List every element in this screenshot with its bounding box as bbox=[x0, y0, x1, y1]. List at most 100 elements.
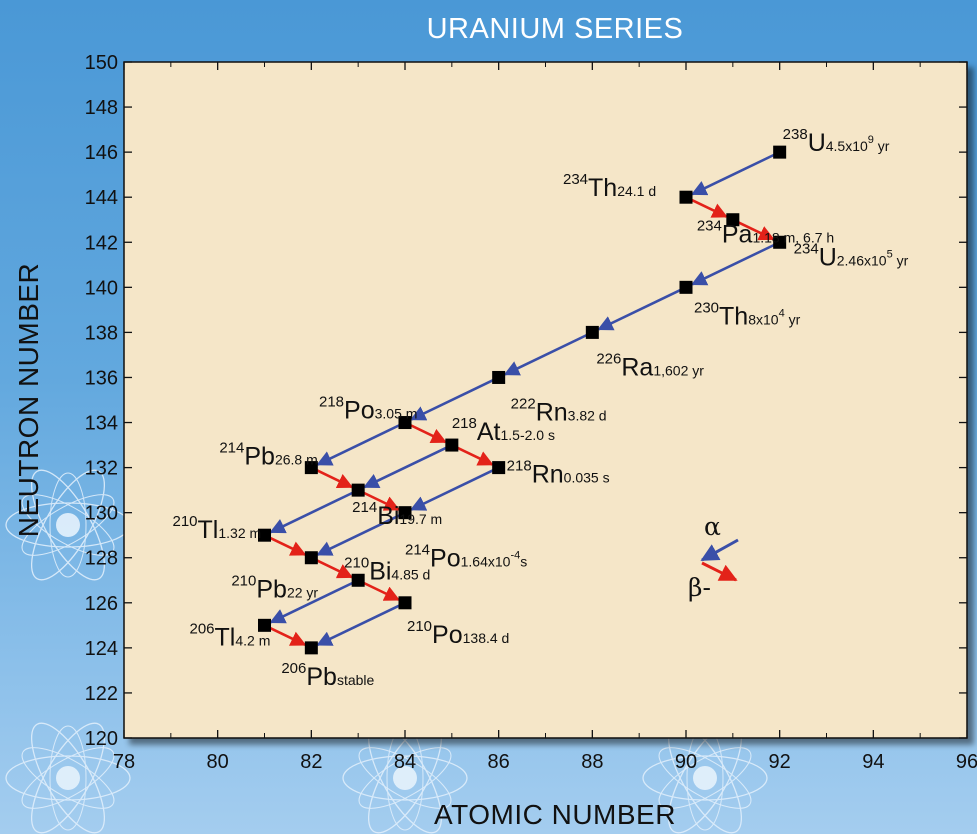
nuclide-marker-ra226 bbox=[585, 325, 599, 339]
alpha-decay-arrow bbox=[690, 153, 775, 196]
axis-ticks bbox=[123, 61, 968, 739]
y-tick-label: 132 bbox=[85, 458, 118, 480]
alpha-decay-arrow bbox=[409, 469, 494, 511]
y-axis-title: NEUTRON NUMBER bbox=[13, 263, 44, 538]
alpha-decay-arrow bbox=[409, 378, 494, 421]
nuclide-label-pb206: 206Pbstable bbox=[281, 660, 374, 691]
nuclide-label-rn222: 222Rn3.82 d bbox=[511, 395, 607, 426]
x-tick-label: 78 bbox=[113, 751, 135, 773]
nuclide-marker-u234 bbox=[773, 235, 787, 249]
nuclide-label-tl206: 206Tl4.2 m bbox=[190, 620, 271, 651]
nuclide-label-bi214: 214Bi19.7 m bbox=[352, 499, 442, 530]
nuclide-label-th234: 234Th24.1 d bbox=[563, 171, 656, 202]
decay-arrows bbox=[269, 153, 775, 647]
nuclide-marker-po218 bbox=[398, 416, 412, 430]
y-tick-label: 124 bbox=[85, 638, 118, 660]
beta-decay-arrow bbox=[363, 581, 401, 601]
legend-beta-arrow bbox=[701, 561, 738, 582]
nuclide-marker-th230 bbox=[679, 280, 693, 294]
nuclide-marker-po214 bbox=[398, 506, 412, 520]
nuclide-marker-tl210 bbox=[258, 528, 271, 542]
x-tick-label: 94 bbox=[862, 751, 884, 773]
nuclide-label-pb210: 210Pb22 yr bbox=[231, 573, 318, 604]
beta-decay-arrow bbox=[737, 221, 775, 241]
nuclide-label-bi210: 210Bi4.85 d bbox=[344, 554, 430, 585]
nuclide-marker-tl206 bbox=[258, 618, 271, 632]
x-tick-label: 88 bbox=[581, 751, 603, 773]
nuclide-marker-at218 bbox=[445, 438, 459, 452]
y-tick-label: 144 bbox=[85, 187, 118, 209]
x-tick-label: 82 bbox=[300, 751, 322, 773]
y-tick-label: 142 bbox=[85, 232, 118, 254]
y-tick-label: 138 bbox=[85, 322, 118, 344]
y-tick-label: 146 bbox=[85, 142, 118, 164]
nuclide-marker-po210 bbox=[398, 596, 412, 610]
beta-decay-arrow bbox=[456, 446, 494, 466]
x-tick-label: 84 bbox=[394, 751, 416, 773]
nuclide-markers bbox=[258, 145, 787, 655]
nuclide-label-pb214: 214Pb26.8 m bbox=[219, 440, 317, 471]
y-tick-label: 120 bbox=[85, 728, 118, 750]
nuclide-marker-bi214 bbox=[351, 483, 365, 497]
legend: α β- bbox=[688, 512, 739, 602]
x-tick-label: 96 bbox=[956, 751, 977, 773]
legend-beta-label: β- bbox=[688, 573, 711, 602]
nuclide-marker-u238 bbox=[773, 145, 787, 159]
y-tick-label: 126 bbox=[85, 593, 118, 615]
nuclide-label-ra226: 226Ra1,602 yr bbox=[596, 350, 704, 381]
nuclide-marker-rn222 bbox=[492, 370, 506, 384]
alpha-decay-arrow bbox=[690, 243, 775, 286]
y-tick-label: 148 bbox=[85, 97, 118, 119]
beta-decay-arrow bbox=[690, 198, 728, 218]
y-tick-label: 128 bbox=[85, 548, 118, 570]
legend-alpha-label: α bbox=[704, 512, 721, 541]
nuclide-label-u234: 234U2.46x105 yr bbox=[794, 240, 909, 271]
nuclide-label-po218: 218Po3.05 m bbox=[319, 394, 417, 425]
beta-decay-arrow bbox=[316, 469, 354, 489]
nuclide-label-tl210: 210Tl1.32 m bbox=[173, 513, 262, 544]
nuclide-marker-rn218 bbox=[492, 461, 506, 475]
nuclide-label-po214: 214Po1.64x10-4s bbox=[405, 542, 527, 573]
beta-decay-arrow bbox=[363, 491, 401, 511]
alpha-decay-arrow bbox=[316, 604, 401, 647]
chart-title: URANIUM SERIES bbox=[427, 13, 684, 45]
x-tick-label: 86 bbox=[488, 751, 510, 773]
y-axis-tick-labels: 120 122 124 126 128 130 132 134 136 138 140 142 144 1… bbox=[85, 52, 118, 750]
nuclide-label-rn218: 218Rn0.035 s bbox=[507, 458, 610, 489]
alpha-decay-arrow bbox=[503, 333, 588, 376]
beta-decay-arrow bbox=[316, 559, 354, 579]
x-axis-tick-labels: 78 80 82 84 86 88 90 92 94 96 bbox=[113, 751, 977, 773]
y-tick-label: 130 bbox=[85, 503, 118, 525]
nuclide-label-th230: 230Th8x104 yr bbox=[694, 299, 801, 330]
legend-alpha-arrow bbox=[700, 538, 739, 562]
alpha-decay-arrow bbox=[269, 581, 354, 624]
nuclide-marker-pb214 bbox=[304, 461, 318, 475]
y-tick-label: 150 bbox=[85, 52, 118, 74]
alpha-decay-arrow bbox=[316, 423, 401, 466]
x-tick-label: 80 bbox=[207, 751, 229, 773]
nuclide-label-at218: 218At1.5-2.0 s bbox=[452, 415, 555, 446]
x-tick-label: 92 bbox=[769, 751, 791, 773]
nuclide-label-u238: 238U4.5x109 yr bbox=[783, 126, 890, 157]
nuclide-marker-pb210 bbox=[304, 551, 318, 565]
y-tick-label: 136 bbox=[85, 367, 118, 389]
alpha-decay-arrow bbox=[597, 288, 682, 331]
y-tick-label: 140 bbox=[85, 277, 118, 299]
y-tick-label: 134 bbox=[85, 413, 118, 435]
nuclide-marker-pa234 bbox=[726, 213, 740, 227]
nuclide-label-po210: 210Po138.4 d bbox=[407, 618, 509, 649]
beta-decay-arrow bbox=[269, 536, 307, 556]
nuclide-marker-th234 bbox=[679, 190, 693, 204]
alpha-decay-arrow bbox=[269, 491, 354, 534]
alpha-decay-arrow bbox=[316, 514, 401, 556]
nuclide-label-pa234: 234Pa1.18 m, 6.7 h bbox=[697, 218, 834, 249]
nuclide-labels: 238U4.5x109 yr 234Th24.1 d 234Pa1.18 m, 6.… bbox=[173, 126, 909, 691]
beta-decay-arrow bbox=[409, 423, 447, 444]
beta-decay-arrow bbox=[269, 626, 307, 647]
y-tick-label: 122 bbox=[85, 683, 118, 705]
nuclide-marker-bi210 bbox=[351, 573, 365, 587]
x-axis-title: ATOMIC NUMBER bbox=[434, 799, 676, 830]
x-tick-label: 90 bbox=[675, 751, 697, 773]
alpha-decay-arrow bbox=[363, 446, 447, 489]
